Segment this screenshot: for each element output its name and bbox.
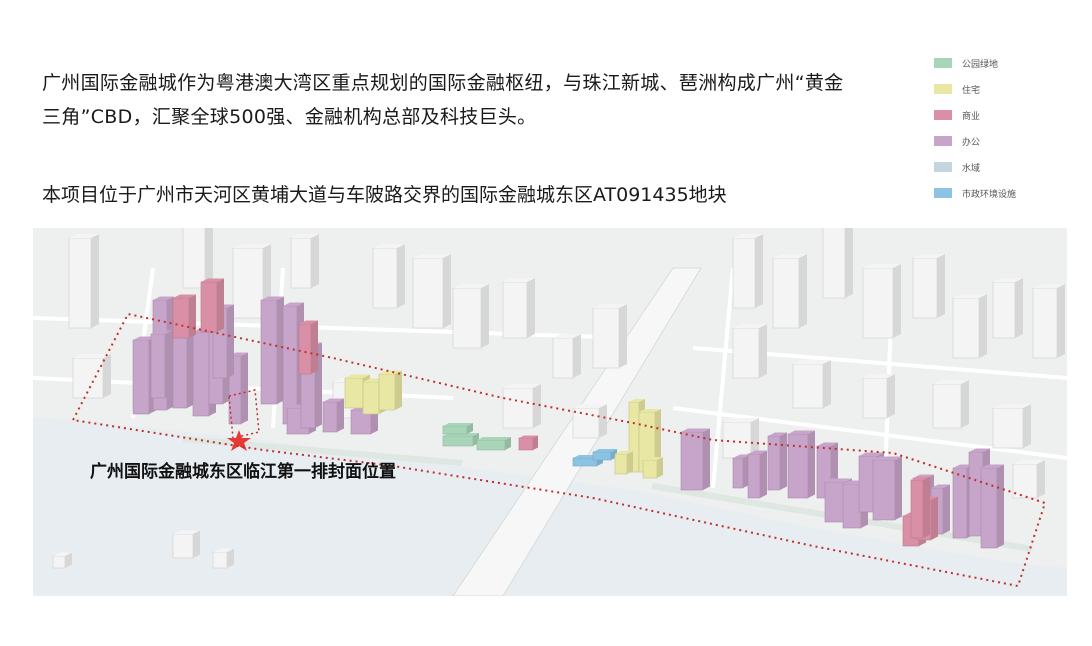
background-building: [1032, 284, 1065, 359]
legend-item: 商业: [934, 102, 1074, 128]
legend-label: 住宅: [962, 85, 981, 96]
legend-label: 公园绿地: [962, 59, 999, 70]
building-layer: [52, 228, 1065, 569]
legend-swatch: [934, 58, 952, 68]
land-use-legend: 公园绿地 住宅 商业 办公 水域 市政环境设施: [934, 50, 1074, 206]
office-building: [767, 432, 787, 491]
municipal-facility: [592, 449, 617, 461]
legend-item: 公园绿地: [934, 50, 1074, 76]
background-building: [52, 552, 72, 569]
background-building: [862, 374, 895, 419]
legend-swatch: [934, 136, 952, 146]
legend-swatch: [934, 84, 952, 94]
legend-label: 办公: [962, 137, 981, 148]
office-building: [322, 398, 344, 433]
legend-item: 住宅: [934, 76, 1074, 102]
residential-building: [614, 451, 633, 475]
office-building: [747, 450, 767, 499]
background-building: [912, 254, 945, 319]
background-building: [72, 354, 111, 399]
commercial-building: [200, 278, 224, 333]
legend-swatch: [934, 162, 952, 172]
riverside-park: [183, 436, 463, 466]
residential-building: [378, 370, 402, 411]
background-building: [932, 380, 969, 429]
legend-item: 办公: [934, 128, 1074, 154]
background-building: [732, 324, 767, 379]
background-building: [182, 228, 213, 289]
background-building: [992, 278, 1023, 339]
background-building: [592, 304, 627, 369]
office-building: [980, 464, 1004, 549]
residential-building: [642, 457, 663, 479]
background-building: [952, 294, 987, 359]
background-building: [452, 284, 489, 349]
office-building: [680, 428, 710, 491]
project-location-text: 本项目位于广州市天河区黄埔大道与车陂路交界的国际金融城东区AT091435地块: [42, 184, 727, 206]
office-building: [732, 454, 750, 489]
office-building: [150, 330, 172, 399]
background-building: [1012, 460, 1045, 499]
background-building: [552, 334, 581, 379]
park-pavilion: [442, 433, 479, 447]
site-massing-svg: [33, 228, 1067, 596]
map-caption: 广州国际金融城东区临江第一排封面位置: [90, 462, 396, 482]
legend-swatch: [934, 110, 952, 120]
commercial-building: [518, 435, 538, 451]
background-building: [502, 278, 535, 339]
intro-paragraph: 广州国际金融城作为粤港澳大湾区重点规划的国际金融枢纽，与珠江新城、琶洲构成广州“…: [42, 72, 844, 128]
commercial-building: [910, 476, 930, 539]
background-building: [502, 384, 541, 429]
legend-item: 水域: [934, 154, 1074, 180]
legend-label: 商业: [962, 111, 981, 122]
legend-label: 市政环境设施: [962, 189, 1017, 200]
commercial-building: [298, 320, 318, 375]
background-building: [822, 228, 853, 299]
office-building: [260, 296, 284, 405]
background-building: [862, 264, 901, 339]
site-massing-map: [33, 228, 1067, 596]
park-pavilion: [476, 437, 511, 451]
background-building: [792, 360, 831, 409]
background-building: [412, 254, 451, 329]
office-building: [872, 456, 902, 521]
office-building: [787, 430, 815, 499]
background-building: [212, 548, 234, 569]
legend-item: 市政环境设施: [934, 180, 1074, 206]
background-building: [68, 234, 99, 329]
background-building: [172, 530, 200, 559]
legend-label: 水域: [962, 163, 981, 174]
background-building: [732, 234, 763, 309]
background-building: [290, 234, 319, 289]
background-building: [992, 404, 1031, 449]
background-building: [572, 404, 607, 439]
star-icon: [227, 430, 251, 451]
project-boundary-line: [71, 312, 1047, 588]
park-pavilion: [442, 423, 473, 435]
background-building: [372, 244, 405, 309]
legend-swatch: [934, 188, 952, 198]
background-building: [772, 254, 807, 329]
commercial-building: [172, 294, 196, 339]
